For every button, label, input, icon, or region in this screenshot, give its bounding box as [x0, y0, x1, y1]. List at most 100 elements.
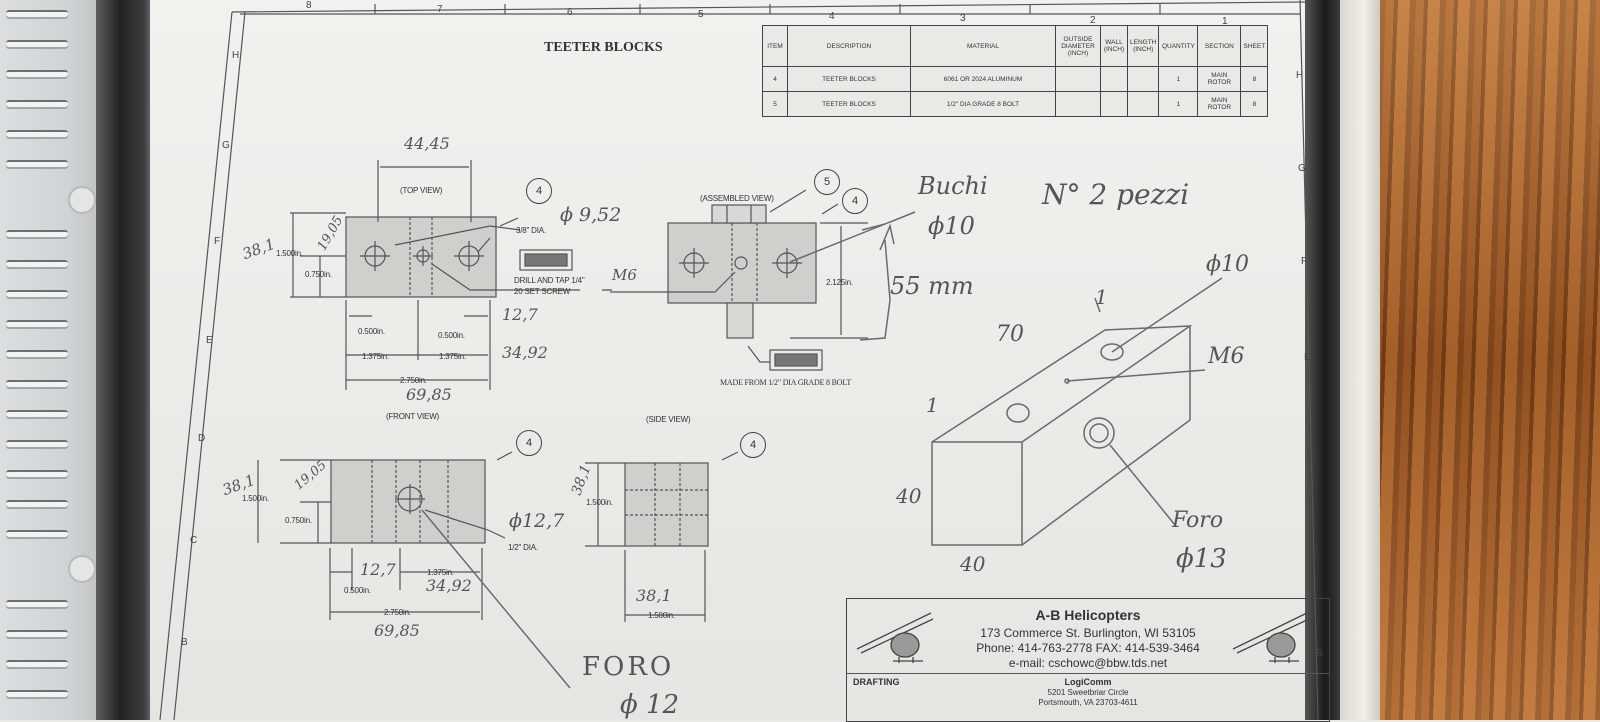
bom-header: QUANTITY: [1158, 25, 1199, 67]
dim-edge: 0.500in.: [344, 586, 371, 595]
dim-total: 2.750in.: [400, 376, 427, 385]
wooden-table: [1380, 0, 1600, 720]
balloon-item-4: 4: [526, 178, 552, 204]
balloon-item-4: 4: [740, 432, 766, 458]
hw-edge: 12,7: [502, 305, 538, 324]
hw-foro: FORO: [582, 652, 675, 682]
dim-center: 0.750in.: [305, 270, 332, 279]
bom-header: ITEM: [762, 25, 788, 67]
company-email: e-mail: cschowc@bbw.tds.net: [1008, 656, 1168, 670]
helicopter-logo-icon: [856, 612, 933, 663]
hw-total: 69,85: [374, 621, 420, 640]
grid-column-label: 1: [1222, 16, 1228, 27]
hw-half: 34,92: [502, 343, 548, 362]
punch-hole: [68, 555, 96, 583]
grid-row-label: B: [1316, 648, 1323, 659]
hw-total: 69,85: [406, 385, 452, 404]
bom-sheet: 8: [1240, 66, 1269, 92]
side-view-label: (SIDE VIEW): [646, 415, 691, 424]
bom-length: [1126, 66, 1160, 92]
hw-sketch-height: 40: [896, 484, 922, 508]
dim-half-right: 1.375in.: [439, 352, 466, 361]
bom-row: 5 TEETER BLOCKS 1/2" DIA GRADE 8 BOLT 1 …: [762, 91, 1269, 117]
binder-ring: [6, 70, 68, 77]
dim-height: 1.500in.: [276, 249, 303, 258]
title-block-divider: [847, 673, 1329, 674]
hw-sketch-length: 70: [996, 322, 1024, 347]
binder-ring: [6, 160, 68, 167]
binder-ring: [6, 350, 68, 357]
binder-ring: [6, 470, 68, 477]
dim-half: 1.375in.: [427, 568, 454, 577]
page-stack-edge: [1340, 0, 1380, 720]
binder-ring: [6, 690, 68, 697]
grid-row-label: G: [222, 140, 230, 151]
hw-quantity: N° 2 pezzi: [1042, 178, 1190, 211]
bom-material: 1/2" DIA GRADE 8 BOLT: [910, 91, 1056, 117]
binder-ring: [6, 100, 68, 107]
hw-holes-dia: ϕ10: [928, 212, 975, 240]
binder-ring: [6, 320, 68, 327]
hw-foro-dia: ϕ 12: [620, 690, 680, 720]
hw-hole-dia: ϕ12,7: [509, 510, 565, 532]
bom-sheet: 8: [1240, 91, 1269, 117]
drafter-name: LogiComm: [1064, 677, 1112, 687]
bom-header: WALL (INCH): [1100, 25, 1128, 67]
punch-hole: [68, 186, 96, 214]
grid-column-label: 3: [960, 13, 966, 24]
hw-tap: M6: [612, 266, 637, 284]
bom-description: TEETER BLOCKS: [787, 91, 911, 117]
dim-center: 0.750in.: [285, 516, 312, 525]
dim-height: 1.500in.: [242, 494, 269, 503]
bom-od: [1055, 91, 1101, 117]
grid-row-label: F: [1301, 256, 1308, 267]
bolt-note: MADE FROM 1/2" DIA GRADE 8 BOLT: [720, 378, 852, 387]
binder-ring: [6, 10, 68, 17]
company-address: 173 Commerce St. Burlington, WI 53105: [980, 626, 1196, 640]
tap-note: 20 SET SCREW: [514, 287, 571, 296]
grid-column-label: 8: [306, 0, 312, 11]
helicopter-logo-icon: [1232, 612, 1309, 663]
bom-wall: [1100, 66, 1128, 92]
hw-height: 55 mm: [890, 272, 974, 300]
drafting-label: DRAFTING: [853, 677, 900, 687]
hw-sketch-hole-top: ϕ10: [1206, 252, 1249, 277]
grid-row-label: E: [1304, 352, 1311, 363]
binder-ring: [6, 380, 68, 387]
bom-quantity: 1: [1158, 91, 1199, 117]
hw-width-top: 44,45: [404, 134, 450, 153]
bom-header: SHEET: [1240, 25, 1269, 67]
binder-ring: [6, 40, 68, 47]
binder-ring: [6, 500, 68, 507]
binder-spine: [0, 0, 100, 720]
bom-wall: [1100, 91, 1128, 117]
bom-header: DESCRIPTION: [787, 25, 911, 67]
grid-column-label: 4: [829, 11, 835, 22]
bom-row: 4 TEETER BLOCKS 6061 OR 2024 ALUMINUM 1 …: [762, 66, 1269, 92]
top-view-label: (TOP VIEW): [400, 186, 443, 195]
grid-column-label: 5: [698, 9, 704, 20]
bom-length: [1126, 91, 1160, 117]
tap-note: DRILL AND TAP 1/4": [514, 276, 585, 285]
hole-note: 3/8" DIA.: [516, 226, 546, 235]
hw-width: 38,1: [636, 586, 672, 605]
hw-sketch-tick: 1: [926, 393, 939, 417]
binder-ring: [6, 440, 68, 447]
drawing-sheet: [150, 0, 1315, 720]
bom-quantity: 1: [1158, 66, 1199, 92]
dim-height: 2.125in.: [826, 278, 853, 287]
drawing-title: TEETER BLOCKS: [544, 40, 663, 55]
bom-item: 4: [762, 66, 788, 92]
bom-header: OUTSIDE DIAMETER (INCH): [1055, 25, 1101, 67]
hw-sketch-tick: 1: [1095, 285, 1108, 309]
binder-cover-edge: [96, 0, 156, 720]
binder-ring: [6, 230, 68, 237]
grid-row-label: F: [214, 236, 221, 247]
bill-of-materials: ITEM DESCRIPTION MATERIAL OUTSIDE DIAMET…: [762, 25, 1269, 117]
drafter-city: Portsmouth, VA 23703-4611: [1038, 698, 1138, 707]
grid-row-label: B: [181, 637, 188, 648]
balloon-item-4: 4: [842, 188, 868, 214]
grid-column-label: 2: [1090, 15, 1096, 26]
hw-edge: 12,7: [360, 560, 396, 579]
